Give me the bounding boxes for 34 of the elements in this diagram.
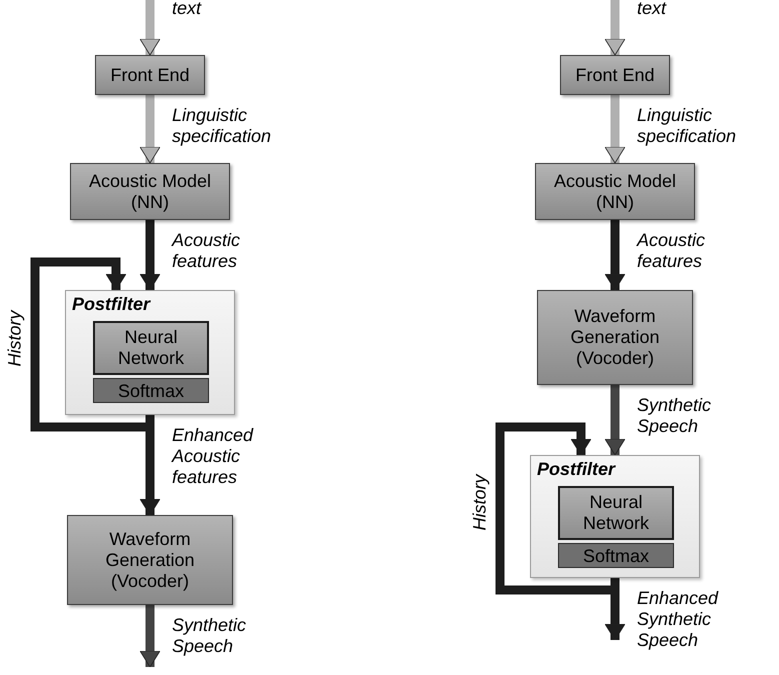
edge-label: text	[637, 0, 668, 19]
process-box: Front End	[95, 55, 205, 95]
process-box: Waveform Generation (Vocoder)	[537, 290, 693, 385]
arrow	[604, 95, 626, 164]
process-box: Softmax	[558, 543, 674, 568]
edge-label: text	[172, 0, 202, 19]
process-box: Front End	[560, 55, 670, 95]
group-box	[530, 455, 700, 578]
group-box	[65, 290, 235, 415]
arrow	[140, 220, 160, 290]
edge-label: Enhanced Acoustic features	[172, 425, 254, 488]
arrow	[604, 220, 626, 290]
edge-label: Linguistic specification	[172, 105, 272, 147]
edge-label: Synthetic Speech	[637, 395, 712, 437]
group-title: Postfilter	[537, 459, 616, 480]
edge-label: Acoustic features	[172, 230, 242, 272]
edge-label: Enhanced Synthetic Speech	[637, 588, 720, 651]
arrow	[604, 385, 626, 456]
process-box: Acoustic Model (NN)	[535, 163, 695, 220]
process-box: Acoustic Model (NN)	[70, 163, 230, 220]
edge-label: History	[470, 474, 490, 530]
arrow	[604, 0, 626, 56]
process-box: Waveform Generation (Vocoder)	[67, 515, 233, 605]
edge-label: Acoustic features	[637, 230, 706, 272]
edge-label: History	[4, 310, 26, 366]
process-box: Neural Network	[558, 486, 674, 540]
arrow	[140, 0, 160, 56]
group-title: Postfilter	[72, 294, 150, 315]
process-box: Neural Network	[93, 321, 209, 375]
arrow	[140, 605, 160, 668]
edge-label: Synthetic Speech	[172, 615, 248, 657]
arrow	[140, 95, 160, 164]
process-box: Softmax	[93, 378, 209, 403]
edge-label: Linguistic specification	[637, 105, 738, 147]
